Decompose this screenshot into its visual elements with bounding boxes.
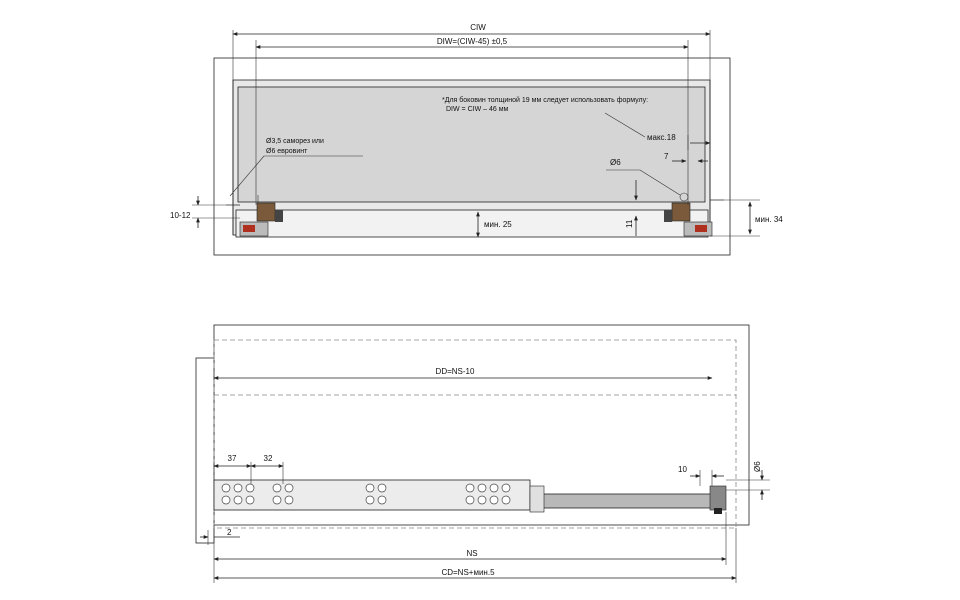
note-line-2: DIW = CIW – 46 мм	[446, 106, 509, 113]
screw-label-2: Ø6 евровинт	[266, 148, 308, 155]
diw-label: DIW=(CIW-45) ±0,5	[437, 37, 508, 46]
right-bracket	[664, 192, 724, 237]
screw-label-1: Ø3,5 саморез или	[266, 138, 324, 145]
drawer-bottom	[235, 209, 709, 238]
drawer-front	[195, 357, 215, 544]
d10-label: 10	[678, 465, 687, 474]
d6-bottom-label: Ø6	[753, 461, 762, 472]
min25-label: мин. 25	[484, 220, 512, 229]
runner-rail	[529, 493, 721, 509]
drawer-body	[237, 86, 706, 203]
cd-label: CD=NS+мин.5	[441, 568, 495, 577]
d2-label: 2	[227, 528, 232, 537]
note-line-1: *Для боковин толщиной 19 мм следует испо…	[442, 96, 648, 104]
d32-label: 32	[264, 454, 273, 463]
runner-holes	[221, 483, 511, 505]
ns-label: NS	[466, 549, 477, 558]
max18-label: макс.18	[647, 133, 676, 142]
side-section-view: DD=NS-10 37 32 10	[195, 324, 770, 583]
front-section-view: CIW DIW=(CIW-45) ±0,5 *Для боковин толщи…	[170, 23, 783, 256]
rear-bracket	[709, 485, 727, 511]
d37-label: 37	[228, 454, 237, 463]
min34-label: мин. 34	[755, 215, 783, 224]
ten-twelve-label: 10-12	[170, 211, 191, 220]
d6-top-label: Ø6	[610, 158, 621, 167]
eleven-label: 11	[625, 219, 634, 228]
left-bracket	[226, 195, 283, 237]
seven-label: 7	[664, 152, 669, 161]
dd-label: DD=NS-10	[436, 367, 475, 376]
cabinet-outline	[213, 57, 731, 256]
ciw-label: CIW	[470, 23, 486, 32]
